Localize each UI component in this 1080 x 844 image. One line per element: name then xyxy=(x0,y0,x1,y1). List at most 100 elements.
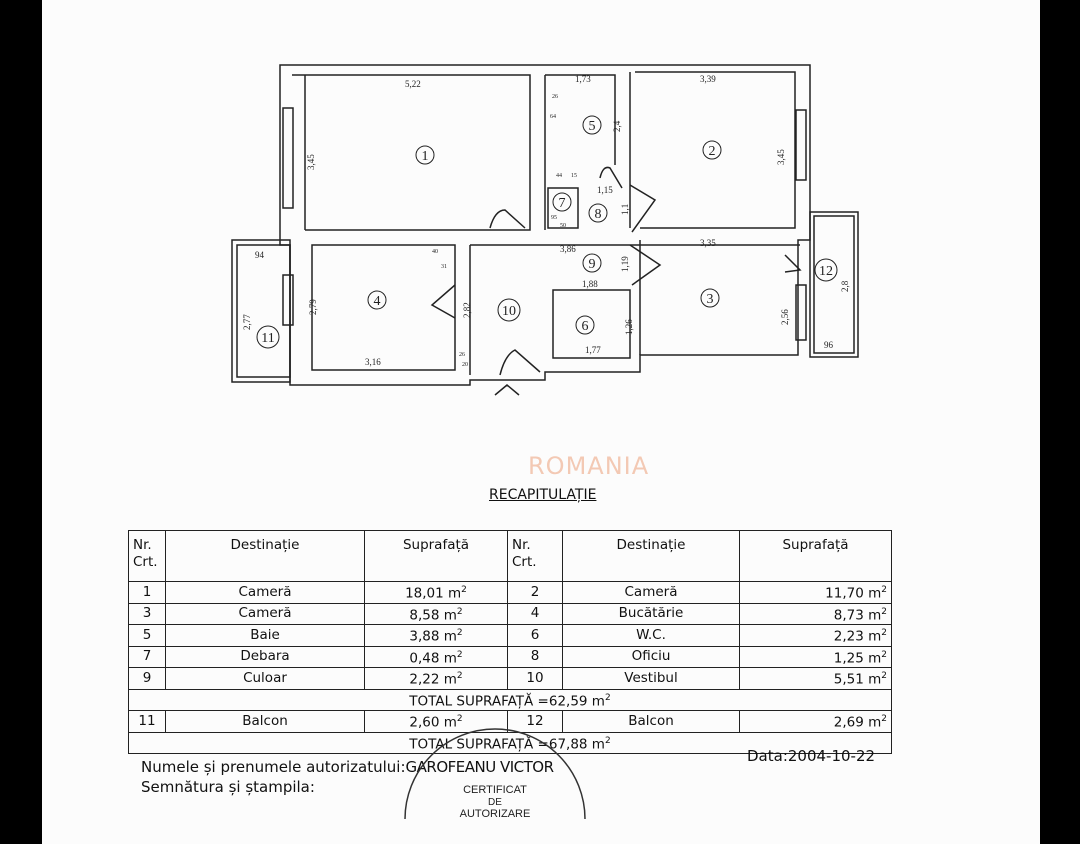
room-number: 7 xyxy=(559,196,566,211)
header-destination: Destinație xyxy=(165,530,365,582)
total-area: TOTAL SUPRAFAȚĂ =62,59 m xyxy=(409,693,605,709)
dim-label: 15 xyxy=(571,173,577,179)
stamp-text: DE xyxy=(488,797,502,808)
header-crt: Crt. xyxy=(512,554,537,570)
cell-destination: Debara xyxy=(165,645,365,668)
cell-destination: Bucătărie xyxy=(562,602,740,625)
table-row: 9 Culoar 2,22 m2 10 Vestibul 5,51 m2 xyxy=(128,667,892,690)
cell-area: 2,23 m2 xyxy=(739,624,892,647)
area-summary-table: Nr.Crt. Destinație Suprafață Nr.Crt. Des… xyxy=(128,530,892,754)
area-value: 11,70 m xyxy=(825,585,882,602)
header-area: Suprafață xyxy=(364,530,508,582)
dim-label: 26 xyxy=(552,94,558,100)
dim-label: 26 xyxy=(459,352,465,358)
cell-area: 8,58 m2 xyxy=(364,602,508,625)
dim-label: 1,73 xyxy=(575,74,591,84)
cell-destination: Cameră xyxy=(165,581,365,604)
unit-sup: 2 xyxy=(881,671,887,681)
cell-destination: Cameră xyxy=(562,581,740,604)
unit-sup: 2 xyxy=(456,714,463,724)
dim-label: 3,35 xyxy=(700,238,716,248)
area-value: 8,73 m xyxy=(833,607,882,623)
dim-label: 94 xyxy=(255,250,265,260)
room-marker xyxy=(588,203,608,223)
cell-destination: Balcon xyxy=(165,710,365,733)
dim-label: 1,88 xyxy=(582,279,598,289)
room-number: 2 xyxy=(709,144,716,159)
dim-label: 5,22 xyxy=(405,79,421,89)
area-value: 2,23 m xyxy=(833,628,882,645)
unit-sup: 2 xyxy=(881,585,887,595)
unit-sup: 2 xyxy=(881,606,887,617)
area-value: 8,58 m xyxy=(409,607,457,623)
window xyxy=(282,107,294,209)
dim-label: 31 xyxy=(441,264,447,270)
room-number: 10 xyxy=(502,304,516,319)
room-marker xyxy=(415,145,435,165)
dim-label: 95 xyxy=(551,215,557,221)
dim-label: 1,19 xyxy=(620,256,630,272)
area-value: 2,69 m xyxy=(833,714,882,731)
stamp-ring xyxy=(404,728,586,820)
table-row: 5 Baie 3,88 m2 6 W.C. 2,23 m2 xyxy=(128,624,892,647)
cell-nr: 11 xyxy=(128,710,166,733)
total-row: TOTAL SUPRAFAȚĂ =62,59 m2 xyxy=(128,688,892,711)
unit-sup: 2 xyxy=(461,585,467,595)
room-number: 11 xyxy=(261,331,274,346)
window xyxy=(795,284,807,341)
header-nr: Nr. xyxy=(512,537,531,553)
dim-label: 1,1 xyxy=(620,204,630,215)
area-value: 3,88 m xyxy=(409,628,457,645)
cell-area: 1,25 m2 xyxy=(739,645,892,668)
table-header: Nr.Crt. Destinație Suprafață Nr.Crt. Des… xyxy=(128,530,892,582)
dim-label: 40 xyxy=(432,249,438,255)
room-marker xyxy=(702,140,722,160)
cell-destination: Cameră xyxy=(165,602,365,625)
author-name: GAROFEANU VICTOR xyxy=(405,758,555,776)
dim-label: 3,45 xyxy=(776,149,786,165)
cell-nr: 2 xyxy=(507,581,563,604)
dim-label: 96 xyxy=(824,340,834,350)
room-marker xyxy=(552,192,572,212)
cell-area: 2,69 m2 xyxy=(739,710,892,733)
dim-label: 3,16 xyxy=(365,357,381,367)
unit-sup: 2 xyxy=(456,649,463,660)
room-marker xyxy=(700,288,720,308)
dim-label: 3,45 xyxy=(306,154,316,170)
area-value: 1,25 m xyxy=(833,650,882,666)
cell-destination: W.C. xyxy=(562,624,740,647)
unit-sup: 2 xyxy=(456,671,463,681)
author-label: Numele și prenumele autorizatului: xyxy=(141,758,406,776)
dim-label: 3,86 xyxy=(560,244,576,254)
date: Data:2004-10-22 xyxy=(747,747,876,765)
unit-sup: 2 xyxy=(881,628,887,638)
dim-label: 2,82 xyxy=(462,302,472,318)
window xyxy=(795,109,807,181)
dim-label: 2,4 xyxy=(612,120,622,132)
room-marker xyxy=(256,325,280,349)
area-value: 2,22 m xyxy=(409,671,457,688)
area-value: 0,48 m xyxy=(409,650,457,666)
cell-nr: 9 xyxy=(128,667,166,690)
cell-area: 5,51 m2 xyxy=(739,667,892,690)
area-value: 2,60 m xyxy=(409,714,457,731)
room-number: 12 xyxy=(819,264,833,279)
room-marker xyxy=(575,315,595,335)
room-number: 3 xyxy=(707,292,714,307)
dim-label: 2,79 xyxy=(308,299,318,315)
area-value: 5,51 m xyxy=(833,671,882,688)
cell-nr: 6 xyxy=(507,624,563,647)
room-marker xyxy=(582,115,602,135)
unit-sup: 2 xyxy=(604,735,611,746)
cell-destination: Vestibul xyxy=(562,667,740,690)
dim-label: 2,77 xyxy=(242,314,252,330)
room-number: 8 xyxy=(595,207,602,222)
room-number: 5 xyxy=(589,119,596,134)
cell-area: 2,22 m2 xyxy=(364,667,508,690)
balcony-11-inner xyxy=(236,244,291,378)
window xyxy=(282,274,294,326)
cell-area: 18,01 m2 xyxy=(364,581,508,604)
dim-label: 20 xyxy=(462,362,468,368)
cell-destination: Oficiu xyxy=(562,645,740,668)
